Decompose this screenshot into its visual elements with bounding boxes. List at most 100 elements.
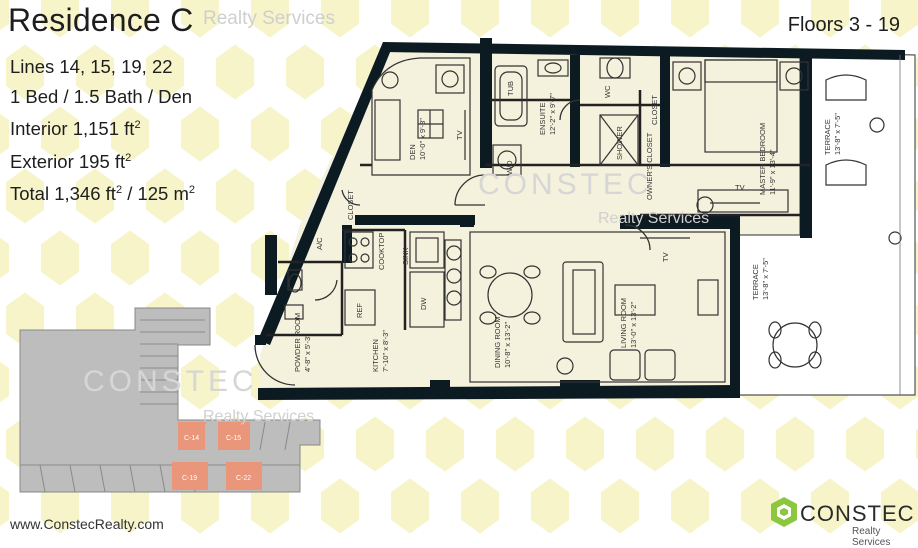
unit-specs: Lines 14, 15, 19, 22 1 Bed / 1.5 Bath / … [10,52,195,209]
watermark-brand-1: CONSTEC [478,168,653,201]
label-living-dim: 13'-0" x 13'-2" [629,302,638,348]
background-hexagon [75,168,115,224]
background-hexagon [810,0,850,38]
background-hexagon [110,230,150,286]
label-wd: W/D [505,160,514,175]
background-hexagon [600,0,640,38]
background-hexagon [40,230,80,286]
background-hexagon [0,237,10,279]
label-dw: DW [419,297,428,310]
watermark-text: Realty Services [203,8,335,29]
background-hexagon [250,106,290,162]
background-hexagon [565,416,605,472]
label-tv-den: TV [455,130,464,140]
background-hexagon [0,485,10,527]
background-hexagon [110,0,150,38]
label-terrace-2-dim: 13'-8" x 7'-5" [761,258,770,300]
background-hexagon [215,292,255,348]
label-wc: WC [603,85,612,98]
background-hexagon [0,0,10,31]
background-hexagon [530,478,570,534]
background-hexagon [880,0,918,38]
background-hexagon [705,416,745,472]
background-hexagon [460,478,500,534]
label-kitchen: KITCHEN [371,339,380,372]
key-plan: C-14 C-15 C-19 C-22 [19,307,321,493]
label-master: MASTER BEDROOM [758,123,767,195]
label-den: DEN [408,144,417,160]
bedroom-furniture [672,59,809,214]
background-hexagon [40,106,80,162]
background-hexagon [5,44,45,100]
floors-label: Floors 3 - 19 [787,14,900,36]
background-hexagon [0,113,10,155]
watermark-sub-2: Realty Services [203,408,315,425]
bath-fixtures [284,57,639,320]
spec-beds: 1 Bed / 1.5 Bath / Den [10,85,193,107]
label-ensuite-dim: 12'-2" x 9'-7" [548,93,557,135]
background-hexagon [250,0,290,38]
background-hexagon [110,106,150,162]
logo-subtitle: Realty Services [852,526,891,548]
background-hexagon [320,478,360,534]
label-tv-living: TV [661,252,670,262]
label-closet-2: CLOSET [346,190,355,220]
background-hexagon [810,478,850,534]
background-hexagon [215,168,255,224]
spec-exterior: Exterior 195 ft2 [10,150,132,172]
background-hexagon [915,304,918,336]
label-living: LIVING ROOM [619,298,628,348]
background-hexagon [495,416,535,472]
label-closet: CLOSET [650,95,659,125]
label-powder-dim: 4'-8" x 5'-3" [303,334,312,372]
background-hexagon [670,478,710,534]
background-hexagon [145,44,185,100]
background-hexagon [0,361,10,403]
background-hexagon [460,0,500,38]
background-hexagon [355,416,395,472]
spec-total: Total 1,346 ft2 / 125 m2 [10,183,196,205]
constec-logo-icon [771,497,797,527]
background-hexagon [915,180,918,212]
background-hexagon [915,428,918,460]
keyplan-unit-1: C-14 [184,435,199,442]
keyplan-unit-2: C-15 [226,435,241,442]
background-hexagon [845,416,885,472]
background-hexagon [530,0,570,38]
background-hexagon [880,478,918,534]
spec-interior: Interior 1,151 ft2 [10,118,141,140]
background-hexagon [75,44,115,100]
label-powder: POWDER ROOM [293,313,302,372]
background-hexagon [740,478,780,534]
keyplan-unit-4: C-22 [236,475,251,482]
background-hexagon [285,44,325,100]
label-shower: SHOWER [615,126,624,160]
background-hexagon [775,416,815,472]
background-hexagon [180,106,220,162]
kitchen-fixtures [344,231,462,328]
keyplan-unit-3: C-19 [182,475,197,482]
label-tv-bedroom: TV [735,183,745,192]
label-den-dim: 10'-0" x 9'-3" [418,118,427,160]
website-url[interactable]: www.ConstecRealty.com [10,516,164,532]
background-hexagon [390,0,430,38]
label-ensuite: ENSUITE [538,102,547,135]
den-furniture [371,57,471,176]
background-hexagon [600,478,640,534]
label-terrace-2: TERRACE [751,264,760,300]
background-hexagon [180,0,220,38]
background-hexagon [320,0,360,38]
exterior-walls [255,38,905,400]
background-hexagon [635,416,675,472]
label-master-dim: 11'-9" x 13'-4" [768,149,777,195]
spec-lines: Lines 14, 15, 19, 22 [10,56,173,77]
label-ac: A/C [315,237,324,250]
watermark-brand-2: CONSTEC [83,365,258,398]
label-owners-closet: OWNER'S CLOSET [645,132,654,200]
background-hexagon [390,478,430,534]
label-tub: TUB [506,81,515,96]
background-hexagon [180,230,220,286]
background-hexagon [5,168,45,224]
terrace-furniture [768,55,902,395]
page-title: Residence C [8,2,194,38]
